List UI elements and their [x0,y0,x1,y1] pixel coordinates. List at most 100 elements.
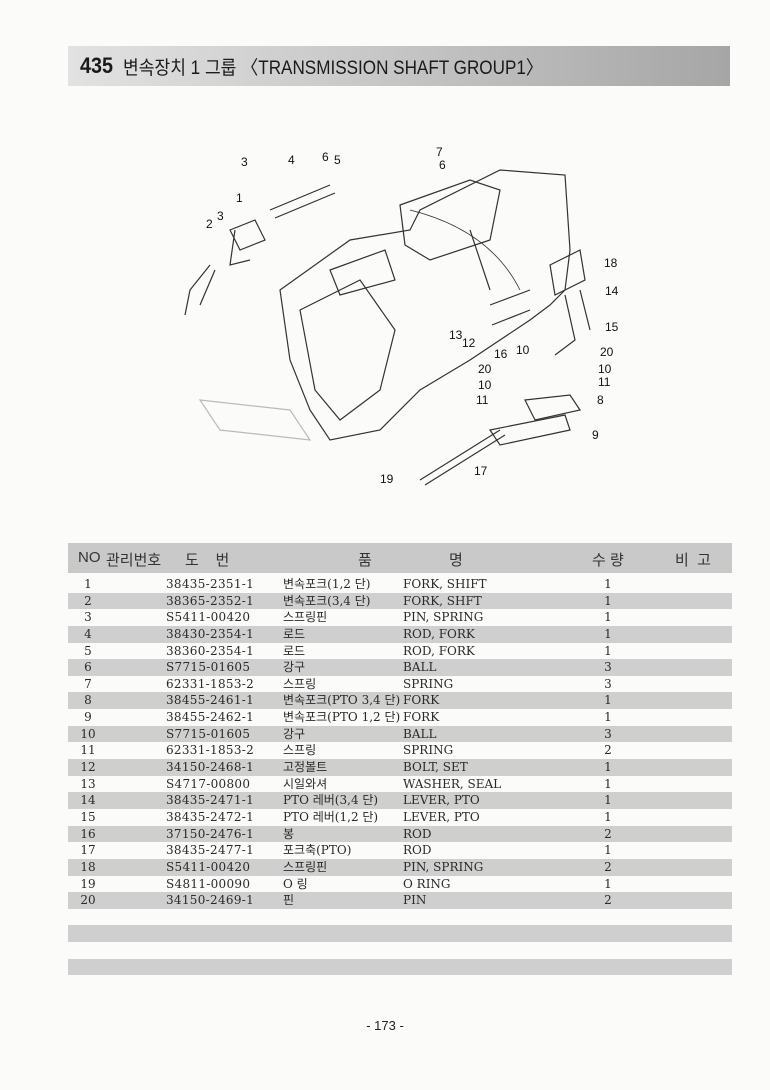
quantity: 1 [604,760,612,775]
part-number: 38435-2471-1 [166,793,255,808]
part-number: 38360-2354-1 [166,643,255,658]
item-number: 20 [80,893,96,908]
quantity: 1 [604,809,612,824]
part-callout: 8 [597,393,604,407]
quantity: 2 [604,893,612,908]
quantity: 1 [604,876,612,891]
korean-name: 로드 [283,626,306,641]
english-name: PIN, SPRING [403,859,484,874]
part-callout: 14 [605,284,619,298]
item-number: 8 [84,693,92,708]
korean-name: 봉 [283,826,295,841]
quantity: 2 [604,826,612,841]
item-number: 19 [80,876,96,891]
item-number: 13 [80,776,96,791]
part-callout: 11 [476,393,489,407]
part-callout: 10 [598,362,612,376]
part-callout: 9 [592,428,599,442]
empty-row [68,925,732,943]
korean-name: 포크축(PTO) [283,843,352,858]
item-number: 18 [80,859,96,874]
part-callout: 2 [206,217,213,231]
section-header: 435 변속장치 1 그룹 〈TRANSMISSION SHAFT GROUP1… [68,46,730,86]
quantity: 1 [604,776,612,791]
korean-name: 스프링핀 [283,859,328,874]
item-number: 10 [80,726,96,741]
korean-name: 변속포크(PTO 1,2 단) [283,710,401,725]
header-name-1: 품 [358,552,372,569]
korean-name: 시일와셔 [283,776,328,791]
part-callout: 3 [217,209,224,223]
diagram-drawing [184,169,591,486]
quantity: 1 [604,610,612,625]
item-number: 14 [80,793,96,808]
item-number: 11 [80,743,96,758]
english-name: ROD, FORK [403,626,475,641]
item-number: 2 [84,593,92,608]
part-number: S5411-00420 [166,859,251,874]
korean-name: 핀 [283,893,295,908]
english-name: WASHER, SEAL [403,776,502,791]
item-number: 12 [80,760,96,775]
item-number: 9 [84,710,92,725]
item-number: 4 [84,626,92,641]
part-number: 38435-2351-1 [166,577,255,591]
part-callout: 15 [605,320,619,334]
header-remarks: 비 고 [675,552,711,569]
part-callout: 12 [462,336,476,350]
korean-name: 스프링 [283,743,317,758]
part-callout: 5 [334,153,341,167]
header-mgmt-no: 관리번호 [106,552,162,569]
section-title: 변속장치 1 그룹 〈TRANSMISSION SHAFT GROUP1〉 [122,57,543,79]
quantity: 1 [604,593,612,608]
part-number: 34150-2468-1 [166,760,255,775]
part-callout: 16 [494,347,508,361]
part-callout: 6 [322,150,329,164]
header-name-2: 명 [449,552,463,569]
section-number: 435 [80,53,114,78]
part-callout: 6 [439,158,446,172]
part-callout: 17 [474,464,488,478]
quantity: 3 [604,676,612,691]
item-number: 15 [80,809,96,824]
item-number: 5 [84,643,92,658]
english-name: PIN, SPRING [403,610,484,625]
item-number: 3 [84,610,92,625]
korean-name: 변속포크(3,4 단) [283,593,371,608]
korean-name: 고정볼트 [283,760,328,775]
korean-name: 강구 [283,726,306,741]
korean-name: 로드 [283,643,306,658]
korean-name: PTO 레버(1,2 단) [283,809,379,824]
part-number: S7715-01605 [166,660,251,675]
quantity: 1 [604,843,612,858]
page-number: - 173 - [366,1018,404,1033]
quantity: 1 [604,626,612,641]
korean-name: 강구 [283,660,306,675]
part-number: 62331-1853-2 [166,676,255,691]
item-number: 7 [84,676,92,691]
part-number: S5411-00420 [166,610,251,625]
part-number: 62331-1853-2 [166,743,255,758]
quantity: 1 [604,793,612,808]
part-callout: 13 [449,328,463,342]
english-name: FORK [403,710,440,725]
